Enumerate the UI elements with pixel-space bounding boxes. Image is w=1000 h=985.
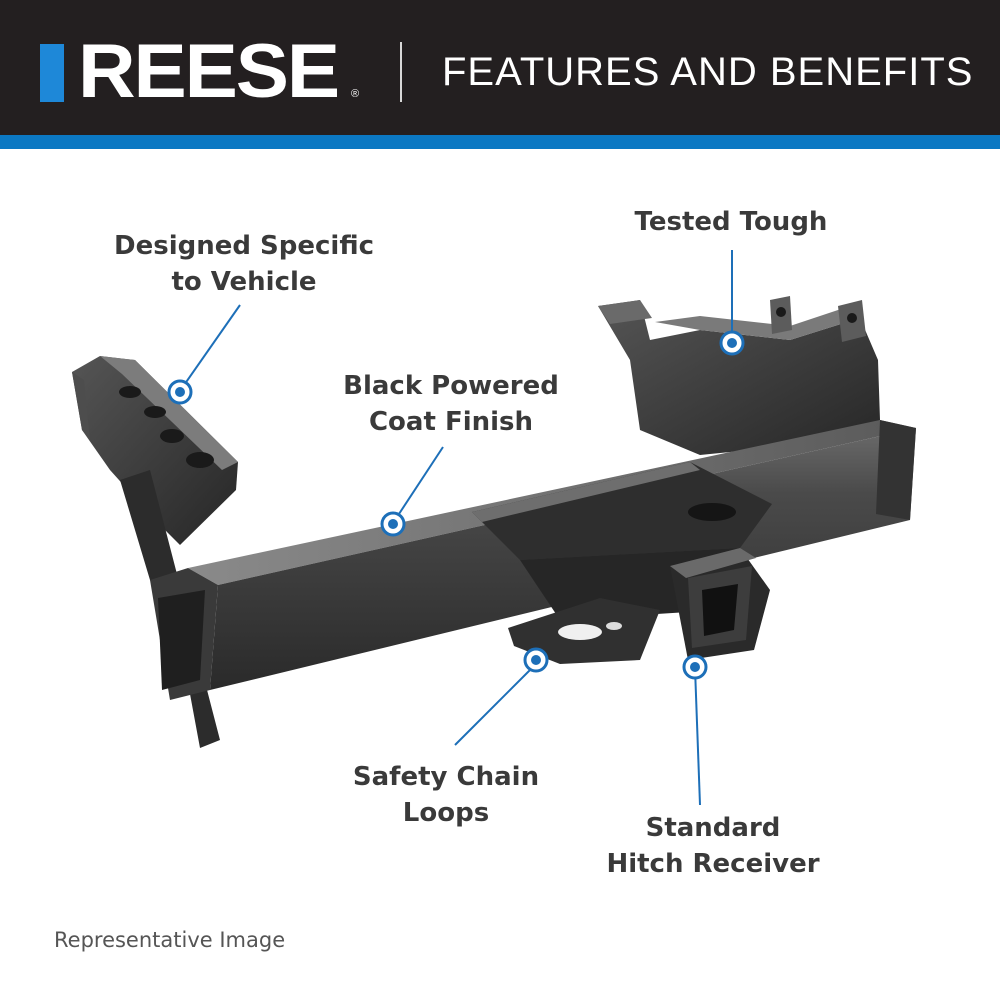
callout-designed-specific-line2: to Vehicle bbox=[171, 267, 317, 297]
callout-markers bbox=[167, 330, 745, 680]
brand-logo-bar bbox=[40, 44, 64, 102]
marker-safety-chain-icon bbox=[523, 647, 549, 673]
marker-designed-specific-icon bbox=[167, 379, 193, 405]
callout-tested-tough: Tested Tough bbox=[628, 204, 834, 240]
page-title: FEATURES AND BENEFITS bbox=[442, 50, 974, 94]
callout-black-powder-line2: Coat Finish bbox=[368, 407, 534, 437]
callout-safety-chain: Safety Chain Loops bbox=[348, 759, 544, 831]
callout-hitch-receiver-line2: Hitch Receiver bbox=[606, 849, 820, 879]
callout-safety-chain-line2: Loops bbox=[402, 798, 490, 828]
hitch-receiver-tube bbox=[670, 548, 770, 660]
header-banner bbox=[0, 0, 1000, 135]
marker-hitch-receiver-icon bbox=[682, 654, 708, 680]
representative-image-note: Representative Image bbox=[54, 928, 286, 952]
trailer-hitch-illustration bbox=[72, 250, 916, 806]
callout-designed-specific-line1: Designed Specific bbox=[114, 231, 374, 261]
callout-designed-specific: Designed Specific to Vehicle bbox=[110, 228, 378, 300]
callout-black-powder-line1: Black Powered bbox=[343, 371, 559, 401]
callout-hitch-receiver-line1: Standard bbox=[645, 813, 781, 843]
leader-hitch-receiver bbox=[694, 667, 701, 806]
marker-tested-tough-icon bbox=[719, 330, 745, 356]
left-mounting-bracket bbox=[72, 356, 238, 545]
callout-leader-lines bbox=[181, 250, 733, 806]
header-accent-stripe bbox=[0, 135, 1000, 149]
leader-black-powder bbox=[394, 446, 444, 521]
marker-black-powder-icon bbox=[380, 511, 406, 537]
registered-mark: ® bbox=[351, 88, 360, 100]
callout-black-powder: Black Powered Coat Finish bbox=[338, 368, 564, 440]
leader-designed-specific bbox=[181, 304, 241, 389]
callout-hitch-receiver: Standard Hitch Receiver bbox=[600, 810, 826, 882]
callout-tested-tough-line1: Tested Tough bbox=[634, 207, 828, 237]
brand-logo: REESE bbox=[78, 29, 340, 114]
header-divider bbox=[400, 42, 402, 102]
leader-safety-chain bbox=[454, 663, 537, 746]
right-mounting-bracket bbox=[598, 296, 880, 455]
safety-chain-loops bbox=[508, 598, 660, 664]
callout-safety-chain-line1: Safety Chain bbox=[352, 762, 540, 792]
